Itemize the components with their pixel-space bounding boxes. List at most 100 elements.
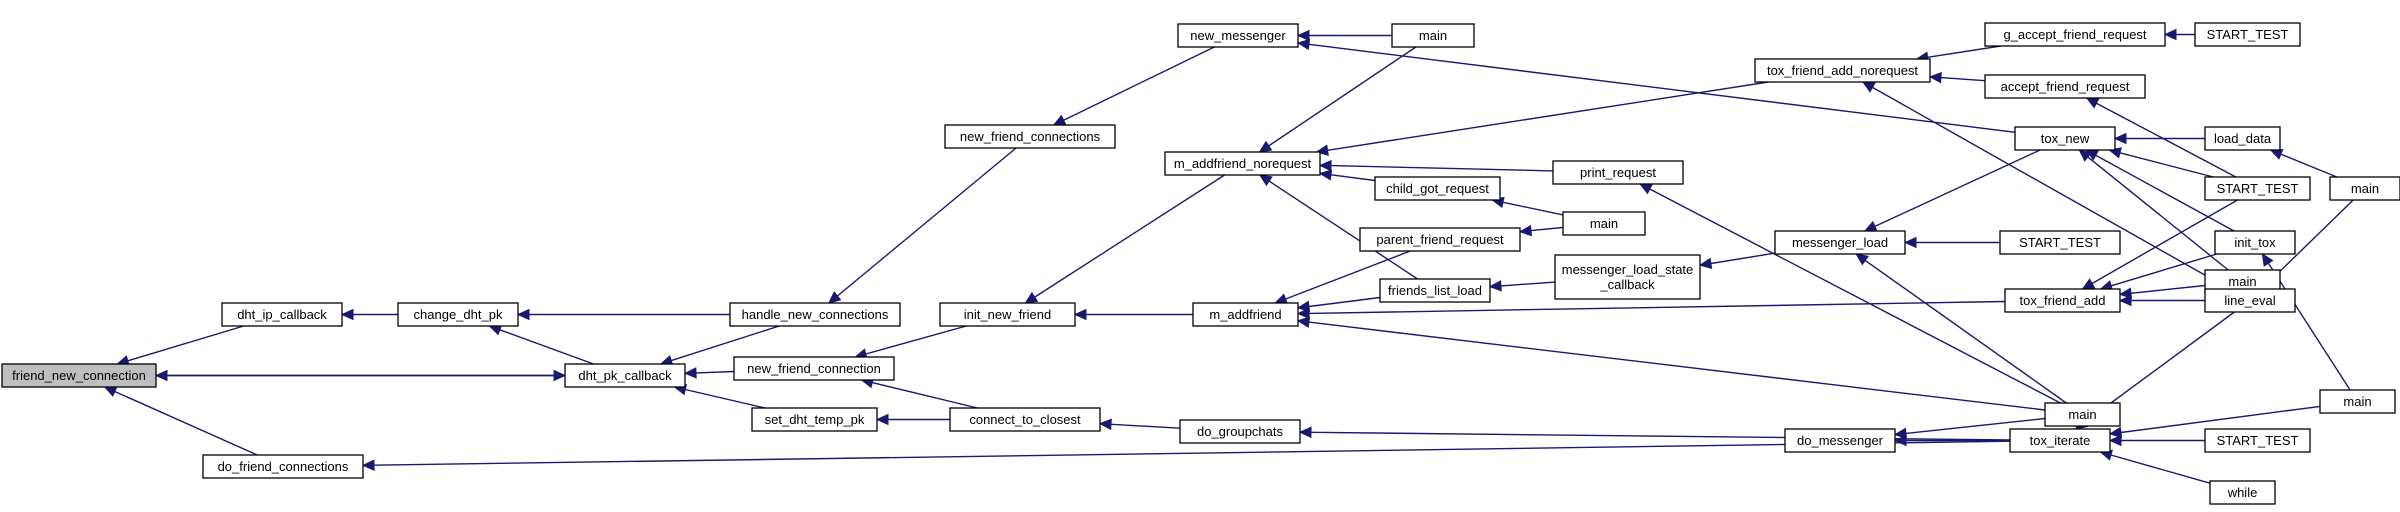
node-dht_pk_callback[interactable]: dht_pk_callback [564,363,686,388]
node-while[interactable]: while [2209,480,2276,505]
node-label: accept_friend_request [2001,79,2130,94]
node-main[interactable]: main [2329,176,2400,201]
node-label: main [2068,407,2096,422]
edge-line_eval-to-tox_friend_add_norequest [1861,81,2230,290]
node-do_messenger[interactable]: do_messenger [1784,428,1896,453]
node-box [1359,227,1521,252]
node-label: m_addfriend [1209,307,1281,322]
node-main[interactable]: main [2044,402,2121,427]
node-label: do_friend_connections [218,459,349,474]
node-new_friend_connection[interactable]: new_friend_connection [733,356,895,381]
edge-friends_list_load-to-m_addfriend [1296,296,1381,313]
node-box [2194,22,2301,47]
node-friend_new_connection[interactable]: friend_new_connection [1,363,157,388]
node-set_dht_temp_pk[interactable]: set_dht_temp_pk [751,407,878,432]
node-label: connect_to_closest [969,412,1081,427]
node-label: new_friend_connection [747,361,881,376]
edge-new_friend_connections-to-handle_new_connections [827,147,1017,304]
node-label: dht_pk_callback [578,368,672,383]
node-parent_friend_request[interactable]: parent_friend_request [1359,227,1521,252]
node-connect_to_closest[interactable]: connect_to_closest [949,407,1101,432]
edge-handle_new_connections-to-change_dht_pk [516,308,730,321]
node-box [2319,389,2396,414]
node-messenger_load[interactable]: messenger_load [1774,230,1906,255]
edge-dht_pk_callback-to-change_dht_pk [488,324,594,365]
edge-new_friend_connection-to-dht_pk_callback [683,367,735,379]
node-child_got_request[interactable]: child_got_request [1374,176,1501,201]
node-handle_new_connections[interactable]: handle_new_connections [729,302,901,327]
node-main[interactable]: main [1562,211,1646,236]
node-box [1,363,157,388]
node-new_friend_connections[interactable]: new_friend_connections [944,124,1116,149]
node-START_TEST[interactable]: START_TEST [2194,22,2301,47]
edge-main-to-m_addfriend_norequest [1258,46,1417,153]
edge-m_addfriend-to-init_new_friend [1073,308,1193,321]
edge-set_dht_temp_pk-to-dht_pk_callback [673,383,766,409]
node-m_addfriend[interactable]: m_addfriend [1192,302,1299,327]
node-tox_iterate[interactable]: tox_iterate [2009,428,2111,453]
node-label: parent_friend_request [1376,232,1504,247]
node-init_new_friend[interactable]: init_new_friend [939,302,1076,327]
node-label: handle_new_connections [742,307,889,322]
node-box [1374,176,1501,201]
edge-do_friend_connections-to-friend_new_connection [103,386,258,456]
edges-layer [103,28,2354,484]
node-box [2204,288,2296,313]
node-do_groupchats[interactable]: do_groupchats [1179,419,1301,444]
node-box [1774,230,1906,255]
node-load_data[interactable]: load_data [2204,126,2281,151]
node-m_addfriend_norequest[interactable]: m_addfriend_norequest [1164,151,1321,176]
node-label: init_tox [2234,235,2276,250]
node-label: START_TEST [2207,27,2289,42]
node-messenger_load_state-_callback[interactable]: messenger_load_state_callback [1554,254,1701,300]
node-main[interactable]: main [2319,389,2396,414]
node-box [2014,126,2116,151]
edge-tox_friend_add_norequest-to-m_addfriend_norequest [1315,81,1769,156]
node-label: START_TEST [2217,433,2299,448]
node-label: tox_friend_add [2019,293,2105,308]
node-tox_new[interactable]: tox_new [2014,126,2116,151]
node-print_request[interactable]: print_request [1552,160,1684,185]
node-g_accept_friend_request[interactable]: g_accept_friend_request [1984,22,2166,47]
node-label: while [2227,485,2258,500]
node-START_TEST[interactable]: START_TEST [2204,428,2311,453]
node-accept_friend_request[interactable]: accept_friend_request [1984,74,2146,99]
edge-main-to-tox_iterate [2108,405,2321,439]
node-label: dht_ip_callback [237,307,327,322]
node-label: child_got_request [1386,181,1489,196]
node-main[interactable]: main [2204,269,2281,294]
node-change_dht_pk[interactable]: change_dht_pk [397,302,519,327]
edge-START_TEST-to-g_accept_friend_request [2163,28,2195,41]
node-START_TEST[interactable]: START_TEST [1999,230,2121,255]
node-line_eval[interactable]: line_eval [2204,288,2296,313]
node-box [1999,230,2121,255]
node-do_friend_connections[interactable]: do_friend_connections [202,454,364,479]
node-friends_list_load[interactable]: friends_list_load [1379,278,1491,303]
node-tox_friend_add_norequest[interactable]: tox_friend_add_norequest [1754,58,1931,83]
edge-main-to-tox_friend_add [2118,284,2206,299]
node-label: main [2351,181,2379,196]
node-box [1192,302,1299,327]
node-dht_ip_callback[interactable]: dht_ip_callback [221,302,343,327]
node-init_tox[interactable]: init_tox [2214,230,2296,255]
node-tox_friend_add[interactable]: tox_friend_add [2004,288,2121,313]
edge-tox_new-to-new_messenger [1296,38,2016,133]
edge-main-to-messenger_load [1855,253,2067,404]
node-START_TEST[interactable]: START_TEST [2204,176,2311,201]
node-label: messenger_load_state_callback [1562,262,1694,292]
node-box [2204,126,2281,151]
node-label: tox_iterate [2030,433,2091,448]
edge-while-to-tox_iterate [2099,449,2211,484]
node-label: main [1590,216,1618,231]
edge-accept_friend_request-to-tox_friend_add_norequest [1928,71,1986,84]
node-main[interactable]: main [1391,23,1475,48]
node-new_messenger[interactable]: new_messenger [1177,23,1299,48]
node-box [949,407,1101,432]
node-box [2204,176,2311,201]
node-label: friends_list_load [1388,283,1482,298]
edge-change_dht_pk-to-dht_ip_callback [340,308,398,321]
edge-tox_new-to-messenger_load [1863,149,2041,232]
edge-connect_to_closest-to-set_dht_temp_pk [875,413,950,426]
node-label: m_addfriend_norequest [1174,156,1312,171]
node-label: do_messenger [1797,433,1884,448]
